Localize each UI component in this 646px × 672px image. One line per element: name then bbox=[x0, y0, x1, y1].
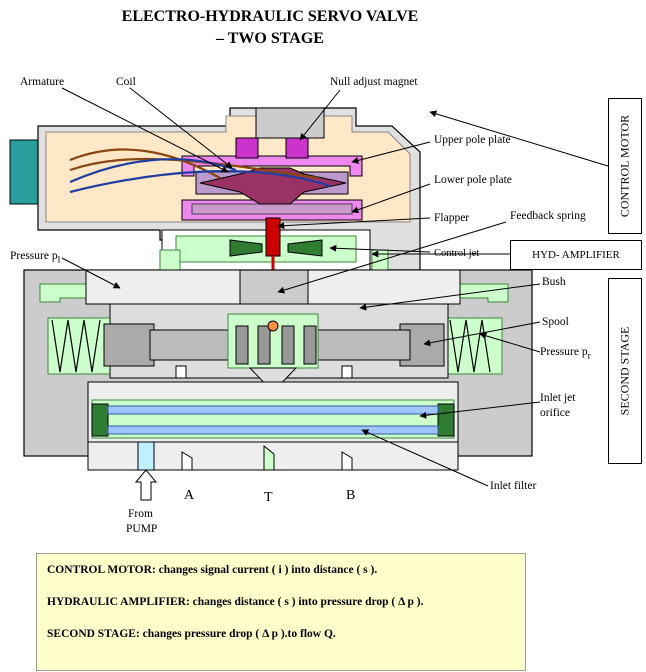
inlet-jet-left bbox=[91, 403, 109, 437]
null-adjust-magnet bbox=[285, 137, 309, 159]
label-upper-pole: Upper pole plate bbox=[434, 134, 511, 146]
second-stage-label: SECOND STAGE bbox=[617, 326, 632, 416]
label-flapper: Flapper bbox=[434, 212, 470, 224]
electrical-connector bbox=[9, 139, 39, 205]
title-line-2: – TWO STAGE bbox=[216, 30, 324, 47]
hyd-amplifier-box: HYD- AMPLIFIER bbox=[510, 240, 642, 270]
magnet-left bbox=[235, 137, 259, 159]
label-pressure-pl: Pressure pl bbox=[10, 250, 61, 266]
pump-arrow bbox=[134, 469, 158, 501]
inlet-jet-right bbox=[437, 403, 455, 437]
port-a: A bbox=[184, 488, 195, 503]
spring-ball bbox=[267, 320, 279, 332]
port-t: T bbox=[264, 490, 273, 505]
label-bush: Bush bbox=[542, 276, 566, 288]
spring-left bbox=[51, 319, 101, 373]
upper-pole-plate bbox=[181, 155, 363, 177]
label-inlet-filter: Inlet filter bbox=[490, 480, 537, 492]
label-pressure-pr: Pressure pr bbox=[540, 346, 591, 362]
label-inlet-jet-2: orifice bbox=[540, 407, 571, 419]
label-null-adjust: Null adjust magnet bbox=[330, 76, 418, 88]
notes-panel: CONTROL MOTOR: changes signal current ( … bbox=[36, 553, 526, 671]
label-pump: PUMP bbox=[126, 523, 158, 535]
label-spool: Spool bbox=[542, 316, 569, 328]
spring-right bbox=[449, 319, 491, 373]
control-jet-right bbox=[287, 239, 323, 257]
label-feedback-spring: Feedback spring bbox=[510, 210, 586, 222]
label-lower-pole: Lower pole plate bbox=[434, 174, 512, 186]
note-second-stage: SECOND STAGE: changes pressure drop ( Δ … bbox=[47, 628, 336, 640]
label-armature: Armature bbox=[20, 76, 65, 88]
port-b: B bbox=[346, 488, 356, 503]
control-motor-label: CONTROL MOTOR bbox=[617, 114, 632, 218]
note-hydraulic-amplifier: HYDRAULIC AMPLIFIER: changes distance ( … bbox=[47, 596, 424, 608]
title-line-1: ELECTRO-HYDRAULIC SERVO VALVE bbox=[121, 8, 419, 25]
control-jet-left bbox=[229, 239, 263, 257]
flapper bbox=[265, 217, 281, 257]
control-motor-box: CONTROL MOTOR bbox=[608, 98, 642, 234]
note-control-motor: CONTROL MOTOR: changes signal current ( … bbox=[47, 564, 378, 576]
filter-upper bbox=[107, 405, 439, 415]
label-control-jet: Control jet bbox=[434, 248, 480, 259]
inlet-filter bbox=[107, 425, 439, 435]
label-coil: Coil bbox=[116, 76, 136, 88]
second-stage-box: SECOND STAGE bbox=[608, 278, 642, 464]
label-from: From bbox=[128, 508, 153, 520]
label-inlet-jet-1: Inlet jet bbox=[540, 392, 576, 404]
